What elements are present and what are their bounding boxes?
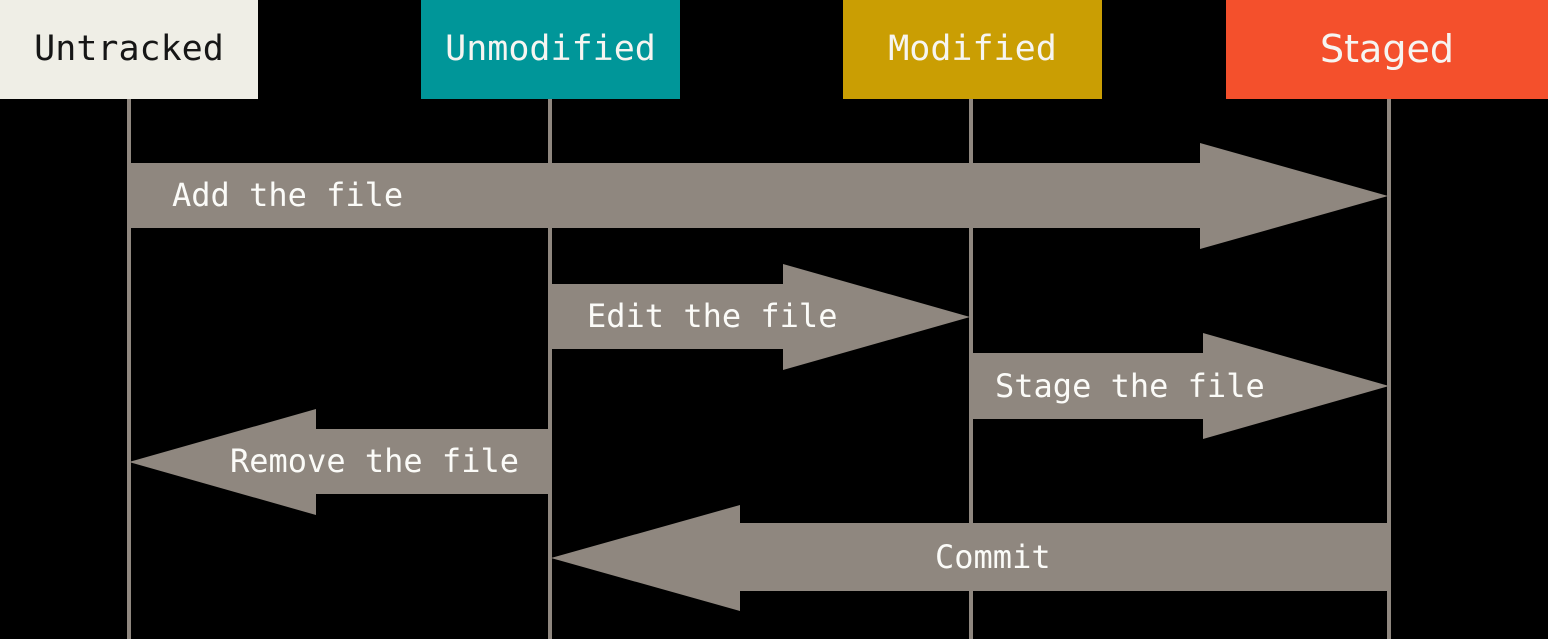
arrow-shaft xyxy=(970,353,1203,419)
transition-label: Stage the file xyxy=(995,367,1265,405)
arrow-head-left-icon xyxy=(129,409,316,515)
arrow-head-right-icon xyxy=(1200,143,1388,249)
state-box-unmodified: Unmodified xyxy=(421,0,680,99)
transition-label: Add the file xyxy=(172,176,404,214)
arrow-shaft xyxy=(740,523,1389,591)
lifeline-unmodified xyxy=(548,99,552,639)
arrow-shaft xyxy=(316,429,551,494)
transition-label: Edit the file xyxy=(587,297,838,335)
state-label-untracked: Untracked xyxy=(34,29,224,69)
state-label-unmodified: Unmodified xyxy=(445,29,656,69)
state-box-modified: Modified xyxy=(843,0,1102,99)
arrow-shaft xyxy=(129,163,1200,228)
arrow-head-right-icon xyxy=(1203,333,1389,439)
lifeline-untracked xyxy=(127,99,131,639)
arrow-shaft xyxy=(550,284,783,349)
transition-label: Remove the file xyxy=(230,442,519,480)
lifeline-staged xyxy=(1387,99,1391,639)
state-label-staged: Staged xyxy=(1320,27,1454,71)
state-label-modified: Modified xyxy=(888,29,1057,69)
state-box-staged: Staged xyxy=(1226,0,1548,99)
state-box-untracked: Untracked xyxy=(0,0,258,99)
arrow-head-right-icon xyxy=(783,264,970,370)
transition-label: Commit xyxy=(935,538,1051,576)
arrow-head-left-icon xyxy=(551,505,740,611)
